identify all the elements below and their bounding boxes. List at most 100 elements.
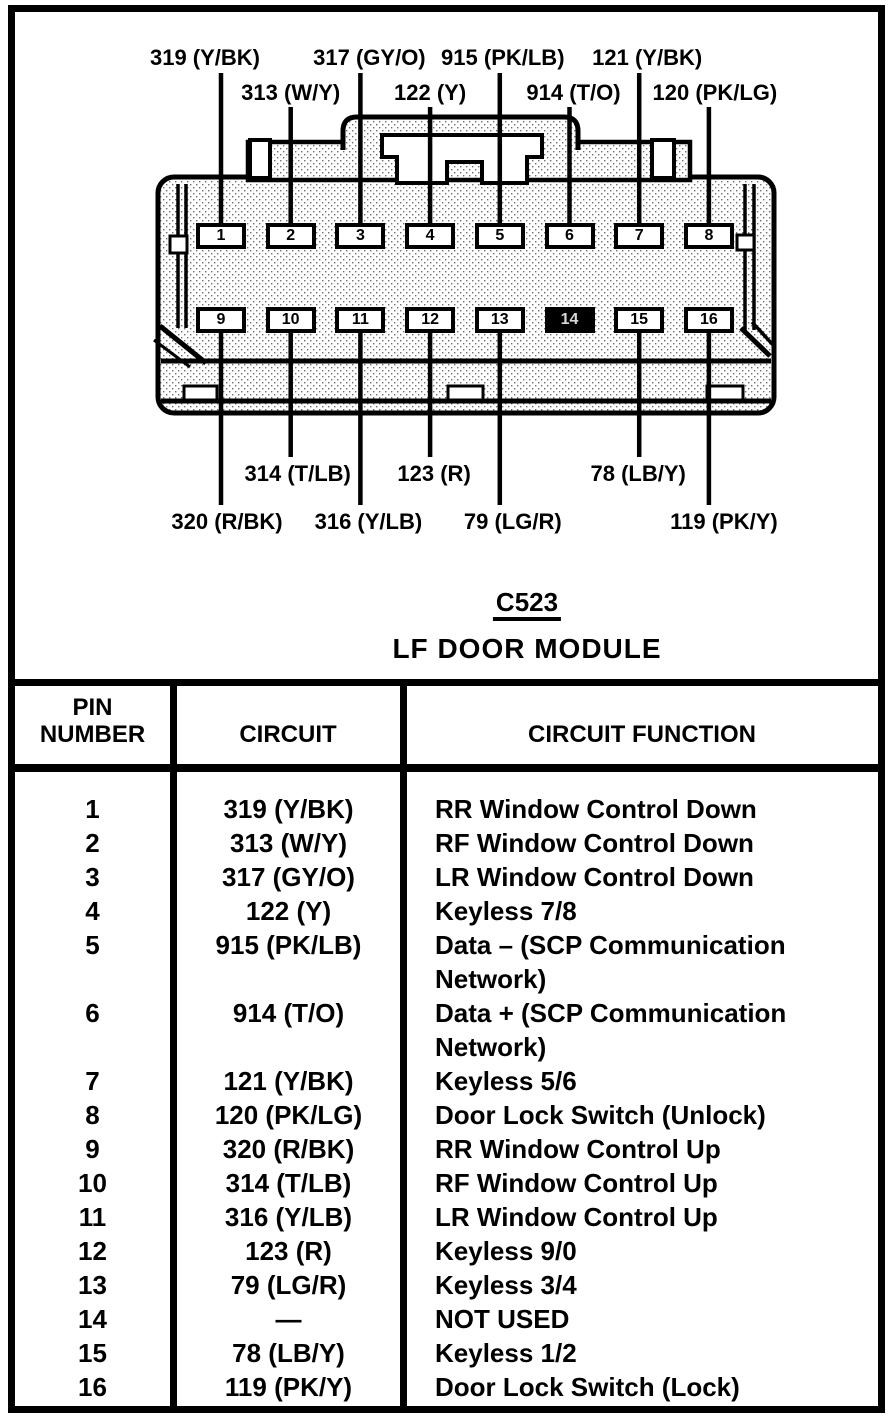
pin-number-cell: 5 xyxy=(85,930,100,960)
pin-box-11: 11 xyxy=(335,307,386,333)
circuit-cell: 123 (R) xyxy=(245,1236,332,1266)
table-row: 16 119 (PK/Y) Door Lock Switch (Lock) xyxy=(15,1370,878,1404)
pin-box-14: 14 xyxy=(544,307,595,333)
circuit-cell: 319 (Y/BK) xyxy=(223,794,354,824)
pin-number-cell: 13 xyxy=(78,1270,107,1300)
table-row: 1 319 (Y/BK) RR Window Control Down xyxy=(15,792,878,826)
table-row: 12 123 (R) Keyless 9/0 xyxy=(15,1234,878,1268)
pin-number-cell: 10 xyxy=(78,1168,107,1198)
function-cell: LR Window Control Down xyxy=(435,862,754,892)
wire-label-pin-15: 78 (LB/Y) xyxy=(590,461,686,486)
wire-label-pin-1: 319 (Y/BK) xyxy=(149,45,261,70)
header-circuit: CIRCUIT xyxy=(239,721,337,748)
pin-number-cell: 4 xyxy=(85,896,100,926)
circuit-cell: 316 (Y/LB) xyxy=(224,1202,353,1232)
pin-number-cell: 7 xyxy=(85,1066,100,1096)
bottom-tab xyxy=(182,384,219,402)
pin-number-cell: 6 xyxy=(85,998,100,1028)
circuit-cell: 78 (LB/Y) xyxy=(232,1338,345,1368)
circuit-cell: 915 (PK/LB) xyxy=(215,930,362,960)
circuit-cell: 120 (PK/LG) xyxy=(214,1100,363,1130)
leader-lines xyxy=(218,73,712,505)
table-row: 2 313 (W/Y) RF Window Control Down xyxy=(15,826,878,860)
wire-label-pin-2: 313 (W/Y) xyxy=(241,80,341,105)
table-row: 15 78 (LB/Y) Keyless 1/2 xyxy=(15,1336,878,1370)
function-cell: NOT USED xyxy=(435,1304,570,1334)
table-row: 9 320 (R/BK) RR Window Control Up xyxy=(15,1132,878,1166)
table-row: 4 122 (Y) Keyless 7/8 xyxy=(15,894,878,928)
function-cell: Keyless 1/2 xyxy=(435,1338,577,1368)
function-cell: Door Lock Switch (Unlock) xyxy=(435,1100,766,1130)
pin-number-cell: 9 xyxy=(85,1134,100,1164)
wire-label-pin-4: 122 (Y) xyxy=(394,80,467,105)
table-row: 13 79 (LG/R) Keyless 3/4 xyxy=(15,1268,878,1302)
wire-label-pin-8: 120 (PK/LG) xyxy=(652,80,778,105)
corner-chamfer-right xyxy=(739,326,772,358)
pin-box-6: 6 xyxy=(544,223,595,249)
circuit-cell: 320 (R/BK) xyxy=(222,1134,355,1164)
header-circuit-function: CIRCUIT FUNCTION xyxy=(528,721,756,748)
pin-box-4: 4 xyxy=(405,223,456,249)
table-row: 14 — NOT USED xyxy=(15,1302,878,1336)
bottom-tab xyxy=(446,384,485,402)
table-row: 7 121 (Y/BK) Keyless 5/6 xyxy=(15,1064,878,1098)
table-row: 3 317 (GY/O) LR Window Control Down xyxy=(15,860,878,894)
function-cell: RF Window Control Up xyxy=(435,1168,718,1198)
table-column-divider xyxy=(170,679,177,1406)
pin-box-10: 10 xyxy=(265,307,316,333)
circuit-cell: 314 (T/LB) xyxy=(225,1168,352,1198)
pinout-table: 1 319 (Y/BK) RR Window Control Down 2 31… xyxy=(15,786,878,1404)
keying-slot-right xyxy=(650,138,676,180)
wire-label-pin-6: 914 (T/O) xyxy=(526,80,621,105)
function-cell: Keyless 3/4 xyxy=(435,1270,577,1300)
wall-notch-left xyxy=(168,234,189,255)
pin-box-16: 16 xyxy=(683,307,734,333)
circuit-cell: 914 (T/O) xyxy=(232,998,345,1028)
pin-number-cell: 12 xyxy=(78,1236,107,1266)
wire-label-pin-9: 320 (R/BK) xyxy=(171,509,283,534)
circuit-cell: 313 (W/Y) xyxy=(229,828,348,858)
function-cell: RR Window Control Down xyxy=(435,794,757,824)
function-cell: Door Lock Switch (Lock) xyxy=(435,1372,740,1402)
pin-box-7: 7 xyxy=(614,223,665,249)
wire-label-pin-13: 79 (LG/R) xyxy=(463,509,562,534)
function-cell: Data – (SCP Communication Network) xyxy=(435,930,786,994)
circuit-cell: 121 (Y/BK) xyxy=(223,1066,354,1096)
corner-chamfer-left xyxy=(158,324,208,365)
wall-notch-right xyxy=(735,233,756,252)
table-row: 8 120 (PK/LG) Door Lock Switch (Unlock) xyxy=(15,1098,878,1132)
function-cell: LR Window Control Up xyxy=(435,1202,718,1232)
circuit-cell: 122 (Y) xyxy=(245,896,332,926)
pin-box-15: 15 xyxy=(614,307,665,333)
connector-name: LF DOOR MODULE xyxy=(392,633,662,664)
function-cell: Data + (SCP Communication Network) xyxy=(435,998,787,1062)
wire-label-pin-5: 915 (PK/LB) xyxy=(441,45,565,70)
pin-number-cell: 16 xyxy=(78,1372,107,1402)
circuit-cell: — xyxy=(275,1304,302,1334)
wire-label-pin-10: 314 (T/LB) xyxy=(244,461,351,486)
table-row: 5 915 (PK/LB) Data – (SCP Communication … xyxy=(15,928,878,996)
function-cell: Keyless 5/6 xyxy=(435,1066,577,1096)
table-row: 10 314 (T/LB) RF Window Control Up xyxy=(15,1166,878,1200)
table-top-rule xyxy=(15,679,878,686)
pin-box-8: 8 xyxy=(683,223,734,249)
table-column-divider xyxy=(400,679,407,1406)
circuit-cell: 317 (GY/O) xyxy=(222,862,355,892)
pin-box-12: 12 xyxy=(405,307,456,333)
function-cell: Keyless 9/0 xyxy=(435,1236,577,1266)
pin-number-cell: 11 xyxy=(78,1202,107,1232)
wire-label-pin-12: 123 (R) xyxy=(397,461,471,486)
corner-chamfer-right xyxy=(750,320,776,348)
pin-number-cell: 15 xyxy=(78,1338,107,1368)
connector-id: C523 xyxy=(492,588,562,621)
function-cell: RR Window Control Up xyxy=(435,1134,721,1164)
pin-number-cell: 1 xyxy=(85,794,100,824)
wire-label-pin-11: 316 (Y/LB) xyxy=(314,509,423,534)
wire-label-pin-16: 119 (PK/Y) xyxy=(670,509,778,534)
table-row: 11 316 (Y/LB) LR Window Control Up xyxy=(15,1200,878,1234)
keying-slot-left xyxy=(248,138,272,180)
table-header-rule xyxy=(15,764,878,772)
wire-label-pin-7: 121 (Y/BK) xyxy=(592,45,703,70)
pin-number-cell: 2 xyxy=(85,828,100,858)
